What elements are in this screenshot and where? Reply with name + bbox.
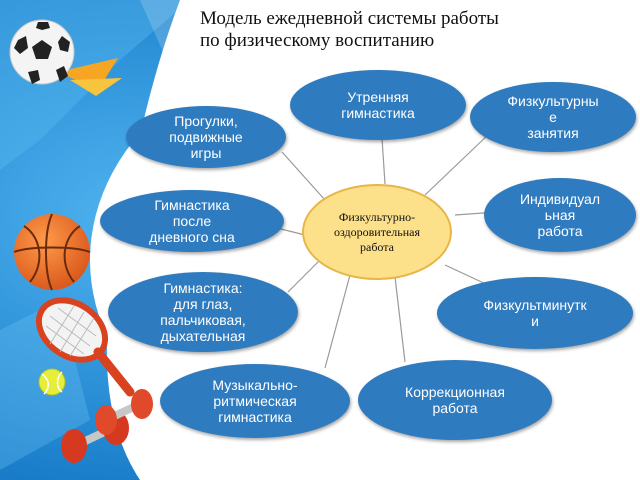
node-label-line: е	[549, 109, 557, 125]
connectors	[264, 132, 498, 369]
page-title-line-1: Модель ежедневной системы работы	[200, 8, 499, 29]
node-label-line: Физкультминутк	[483, 297, 587, 313]
node-label-line: игры	[190, 145, 222, 161]
page-title: Модель ежедневной системы работы по физи…	[200, 8, 630, 52]
node-label-line: дыхательная	[160, 328, 246, 344]
node-label-line: Прогулки,	[174, 113, 238, 129]
center-node-line: Физкультурно-	[338, 209, 416, 224]
node-label-line: Гимнастика:	[163, 280, 243, 296]
node-pe-classes: Физкультурны е занятия	[470, 82, 636, 152]
node-individual-work: Индивидуал ьная работа	[484, 178, 636, 252]
node-label-line: подвижные	[169, 129, 243, 145]
node-music-rhythmic: Музыкально- ритмическая гимнастика	[160, 364, 350, 438]
node-label-line: Индивидуал	[519, 191, 600, 207]
node-label-line: и	[531, 313, 539, 329]
node-label-line: ьная	[544, 207, 576, 223]
node-label-line: занятия	[527, 125, 579, 141]
tennis-racket-icon	[35, 297, 135, 397]
node-label-line: работа	[537, 223, 583, 239]
node-label-line: пальчиковая,	[160, 312, 246, 328]
node-label-line: Коррекционная	[405, 384, 505, 400]
soccer-ball-icon	[9, 19, 122, 96]
node-label-line: гимнастика	[218, 409, 292, 425]
node-eye-finger-breathing: Гимнастика: для глаз, пальчиковая, дыхат…	[108, 272, 298, 352]
node-label-line: работа	[432, 400, 478, 416]
basketball-icon	[13, 213, 91, 291]
node-correction-work: Коррекционная работа	[358, 360, 552, 440]
node-morning-exercise: Утренняя гимнастика	[290, 70, 466, 140]
node-label-line: для глаз,	[173, 296, 233, 312]
center-node-line: оздоровительная	[333, 224, 420, 239]
node-label-line: Физкультурны	[507, 93, 599, 109]
page-title-line-2: по физическому воспитанию	[200, 30, 435, 51]
node-label-line: ритмическая	[213, 393, 297, 409]
node-label-line: дневного сна	[149, 229, 235, 245]
node-label-line: Музыкально-	[212, 377, 298, 393]
node-after-nap: Гимнастика после дневного сна	[100, 190, 284, 252]
center-node-line: работа	[360, 239, 394, 254]
node-label-line: гимнастика	[341, 105, 415, 121]
node-label-line: Гимнастика	[154, 197, 230, 213]
center-node: Физкультурно- оздоровительная работа	[302, 184, 452, 280]
node-walks-games: Прогулки, подвижные игры	[126, 106, 286, 168]
tennis-ball-icon	[38, 368, 66, 396]
node-label-line: Утренняя	[347, 89, 409, 105]
node-phys-minutes: Физкультминутк и	[437, 277, 633, 349]
dumbbell-icon	[61, 389, 153, 463]
node-label-line: после	[172, 213, 212, 229]
